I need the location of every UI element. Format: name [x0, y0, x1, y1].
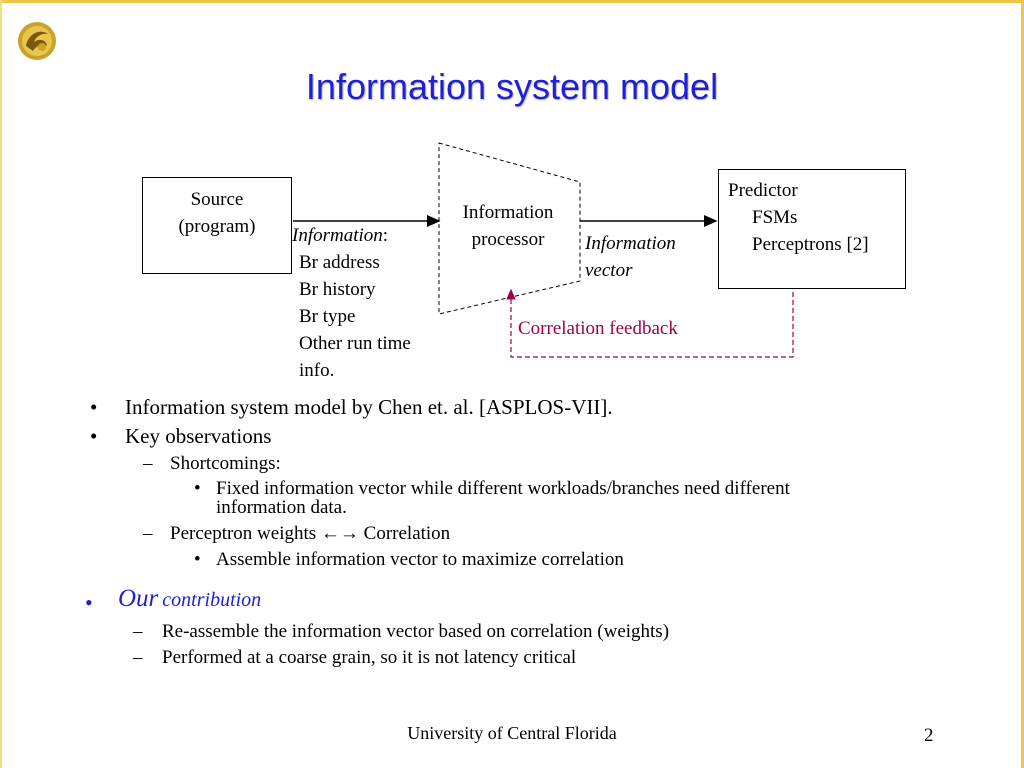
sub-bullet-reassemble: Re-assemble the information vector based… [162, 621, 670, 642]
predictor-item-fsms: FSMs [752, 207, 798, 228]
sub-bullet-coarse-grain: Performed at a coarse grain, so it is no… [162, 647, 577, 668]
information-vector-line1: Information [585, 233, 676, 254]
perceptron-weights-text: Perceptron weights [170, 523, 321, 544]
information-heading-colon: : [382, 225, 389, 246]
correlation-text: Correlation [358, 523, 451, 544]
source-label: Source [190, 189, 244, 210]
source-sublabel: (program) [178, 216, 256, 237]
sub-sub-bullet-fixed-vector-line2: information data. [216, 497, 347, 518]
bullet-chen-model: Information system model by Chen et. al.… [125, 395, 613, 419]
bullet-our-contribution: Our contribution [118, 585, 261, 613]
dash-marker: – [133, 621, 143, 642]
our-text: Our [118, 585, 159, 612]
bidirectional-arrow-icon: ←→ [320, 523, 359, 544]
bullet-marker: • [90, 424, 98, 448]
information-item: Other run time [299, 333, 411, 354]
bullet-marker: • [90, 395, 98, 419]
information-item: Br type [299, 306, 356, 327]
predictor-box: Predictor FSMs Perceptrons [2] [718, 169, 906, 289]
processor-label: Information processor [438, 199, 578, 253]
correlation-feedback-label: Correlation feedback [518, 318, 678, 339]
bullet-marker: • [194, 478, 201, 499]
predictor-item-perceptrons: Perceptrons [2] [752, 234, 869, 255]
sub-bullet-shortcomings: Shortcomings: [170, 453, 281, 474]
processor-label-line1: Information [462, 202, 554, 223]
information-list: Information: Br address Br history Br ty… [292, 222, 411, 384]
bullet-marker: • [85, 590, 93, 615]
information-heading-text: Information [292, 225, 383, 246]
predictor-title: Predictor [728, 180, 798, 201]
information-vector-line2: vector [585, 260, 633, 281]
information-item: info. [299, 360, 335, 381]
source-box: Source (program) [142, 177, 292, 274]
sub-sub-bullet-fixed-vector-line1: Fixed information vector while different… [216, 478, 790, 499]
information-item: Br history [299, 279, 376, 300]
slide-frame-left [0, 0, 2, 768]
slide-frame-top [0, 0, 1024, 3]
slide-title: Information system model [305, 66, 719, 107]
dash-marker: – [133, 647, 143, 668]
information-heading: Information: [292, 222, 411, 249]
information-processor-shape [438, 142, 581, 315]
dash-marker: – [143, 453, 153, 474]
ucf-pegasus-logo-icon [18, 22, 56, 60]
information-item: Br address [299, 252, 380, 273]
sub-sub-bullet-assemble-vector: Assemble information vector to maximize … [216, 549, 624, 570]
footer-university: University of Central Florida [407, 723, 617, 743]
page-number: 2 [924, 725, 934, 746]
bullet-key-observations: Key observations [125, 424, 272, 448]
slide-frame-right [1021, 0, 1024, 768]
dash-marker: – [143, 523, 153, 544]
processor-label-line2: processor [471, 229, 545, 250]
correlation-feedback-path [506, 288, 794, 358]
information-vector-label: Information vector [585, 230, 676, 284]
sub-bullet-perceptron-weights: Perceptron weights ←→ Correlation [170, 523, 450, 545]
information-system-diagram [293, 142, 794, 358]
bullet-marker: • [194, 549, 201, 570]
contribution-text: contribution [162, 589, 262, 611]
